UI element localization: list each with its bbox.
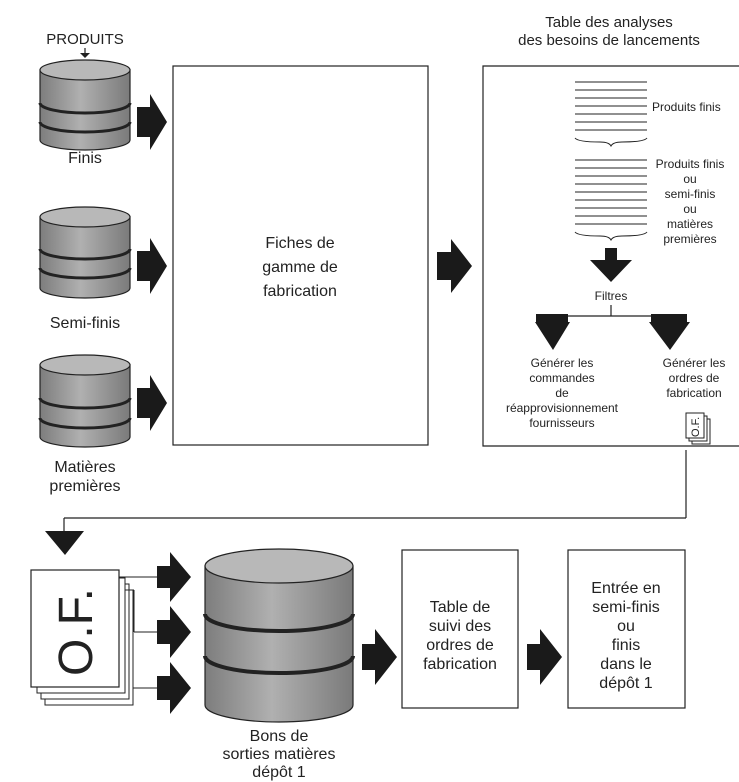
gamme-line-3: fabrication <box>263 283 337 300</box>
analyses-box <box>482 65 739 447</box>
database-bons-sorties <box>203 548 355 723</box>
commandes-line-1: Générer les <box>531 356 594 370</box>
database-semi-finis <box>38 206 132 299</box>
connector-of <box>63 450 687 531</box>
suivi-line-3: ordres de <box>426 637 494 654</box>
arrow-commandes-bar <box>536 314 568 323</box>
suivi-line-1: Table de <box>430 599 491 616</box>
arrow-semi-finis <box>137 238 167 294</box>
ordres-line-2: ordres de <box>669 371 720 385</box>
database-matieres-label-2: premières <box>49 478 120 495</box>
gamme-line-2: gamme de <box>262 259 338 276</box>
arrow-finis <box>137 94 167 150</box>
database-finis <box>38 59 132 151</box>
of-small-document-icon: O.F. <box>685 412 711 445</box>
label2-line-6: premières <box>663 232 716 246</box>
gamme-line-1: Fiches de <box>265 235 334 252</box>
commandes-line-4: réapprovisionnement <box>506 401 619 415</box>
entree-line-1: Entrée en <box>591 580 660 597</box>
commandes-line-5: fournisseurs <box>529 416 594 430</box>
arrow-ordres <box>649 322 690 350</box>
suivi-line-4: fabrication <box>423 656 497 673</box>
of-small-label: O.F. <box>690 417 702 437</box>
entree-box <box>567 549 686 709</box>
entree-line-3: ou <box>617 618 635 635</box>
suivi-line-2: suivi des <box>429 618 491 635</box>
filtres-label: Filtres <box>595 289 628 303</box>
commandes-line-2: commandes <box>529 371 594 385</box>
database-matieres-premieres <box>38 354 132 448</box>
entree-line-4: finis <box>612 637 640 654</box>
label-produits-finis: Produits finis <box>652 100 721 114</box>
arrow-of-to-bons-1 <box>157 552 191 602</box>
entree-line-6: dépôt 1 <box>599 675 652 692</box>
ordres-line-3: fabrication <box>666 386 721 400</box>
arrow-to-filtres <box>590 248 632 282</box>
products-header-arrow <box>80 48 90 58</box>
of-large-label: O.F. <box>50 588 103 676</box>
analyses-title-1: Table des analyses <box>545 14 673 31</box>
list-lines-produits-finis <box>574 81 648 148</box>
ordres-line-1: Générer les <box>663 356 726 370</box>
label2-line-5: matières <box>667 217 713 231</box>
arrow-matieres <box>137 375 167 431</box>
bons-line-1: Bons de <box>250 728 309 745</box>
entree-line-2: semi-finis <box>592 599 660 616</box>
label2-line-2: ou <box>683 172 696 186</box>
arrow-to-of-large <box>45 531 84 555</box>
gamme-box <box>172 65 429 446</box>
commandes-line-3: de <box>555 386 569 400</box>
products-header: PRODUITS <box>46 31 124 48</box>
list-lines-produits-mixtes <box>574 159 648 242</box>
database-finis-label: Finis <box>68 150 102 167</box>
database-semi-finis-label: Semi-finis <box>50 315 120 332</box>
of-large-document-stack: O.F. <box>30 569 134 706</box>
label2-line-3: semi-finis <box>665 187 716 201</box>
label2-line-4: ou <box>683 202 696 216</box>
arrow-commandes <box>535 322 570 350</box>
entree-line-5: dans le <box>600 656 652 673</box>
arrow-suivi-to-entree <box>527 629 562 685</box>
label2-line-1: Produits finis <box>656 157 725 171</box>
database-matieres-label-1: Matières <box>54 459 115 476</box>
of-stack-connectors <box>119 576 157 689</box>
bons-line-3: dépôt 1 <box>252 764 305 781</box>
arrow-gamme-to-analyses <box>437 239 472 293</box>
bons-line-2: sorties matières <box>223 746 336 763</box>
analyses-title-2: des besoins de lancements <box>518 32 700 49</box>
arrow-of-to-bons-3 <box>157 662 191 714</box>
arrow-of-to-bons-2 <box>157 606 191 658</box>
arrow-ordres-bar <box>651 314 687 323</box>
suivi-box <box>401 549 519 709</box>
arrow-bons-to-suivi <box>362 629 397 685</box>
